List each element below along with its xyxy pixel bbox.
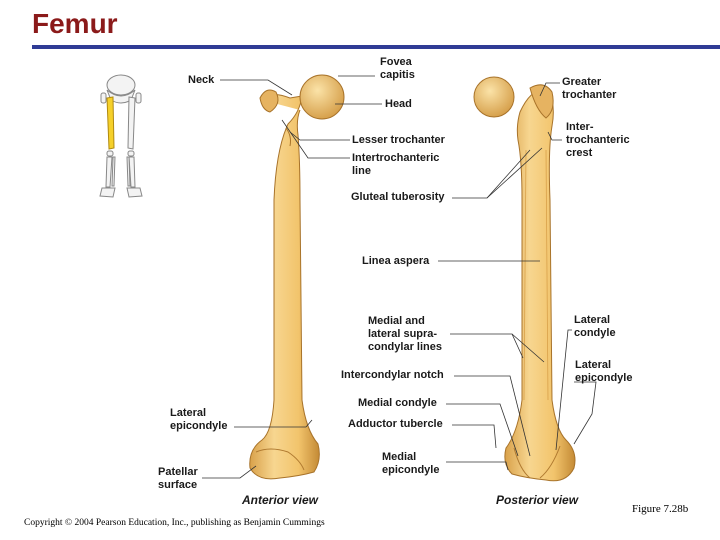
label-lateral-epicondyle-anterior: Lateral epicondyle <box>170 407 228 432</box>
title-rule <box>32 45 720 49</box>
label-lateral-condyle: Lateral condyle <box>574 314 616 339</box>
skeleton-thumbnail <box>99 74 143 198</box>
label-neck: Neck <box>188 74 215 86</box>
label-patellar-surface: Patellar surface <box>158 466 198 491</box>
posterior-femur <box>473 76 576 482</box>
label-supracondylar-lines: Medial and lateral supra- condylar lines <box>368 315 442 353</box>
label-intertrochanteric-line: Intertrochanteric line <box>352 152 440 177</box>
highlighted-femur <box>106 96 115 150</box>
label-lateral-epicondyle-posterior: Lateral epicondyle <box>575 359 633 384</box>
anterior-femur <box>249 74 345 480</box>
label-gluteal-tuberosity: Gluteal tuberosity <box>351 191 445 203</box>
leader-lines <box>202 75 597 479</box>
copyright-notice: Copyright © 2004 Pearson Education, Inc.… <box>24 518 325 528</box>
label-intertrochanteric-crest: Inter- trochanteric crest <box>566 121 630 159</box>
label-medial-condyle: Medial condyle <box>358 397 437 409</box>
label-fovea-capitis: Fovea capitis <box>380 56 415 81</box>
label-intercondylar-notch: Intercondylar notch <box>341 369 444 381</box>
label-adductor-tubercle: Adductor tubercle <box>348 418 443 430</box>
label-greater-trochanter: Greater trochanter <box>562 76 617 101</box>
figure-number: Figure 7.28b <box>632 503 689 515</box>
label-medial-epicondyle: Medial epicondyle <box>382 451 440 476</box>
page-title: Femur <box>32 8 118 39</box>
anterior-view-caption: Anterior view <box>242 493 319 507</box>
label-head: Head <box>385 98 412 110</box>
posterior-view-caption: Posterior view <box>496 493 579 507</box>
label-lesser-trochanter: Lesser trochanter <box>352 134 445 146</box>
label-linea-aspera: Linea aspera <box>362 255 430 267</box>
